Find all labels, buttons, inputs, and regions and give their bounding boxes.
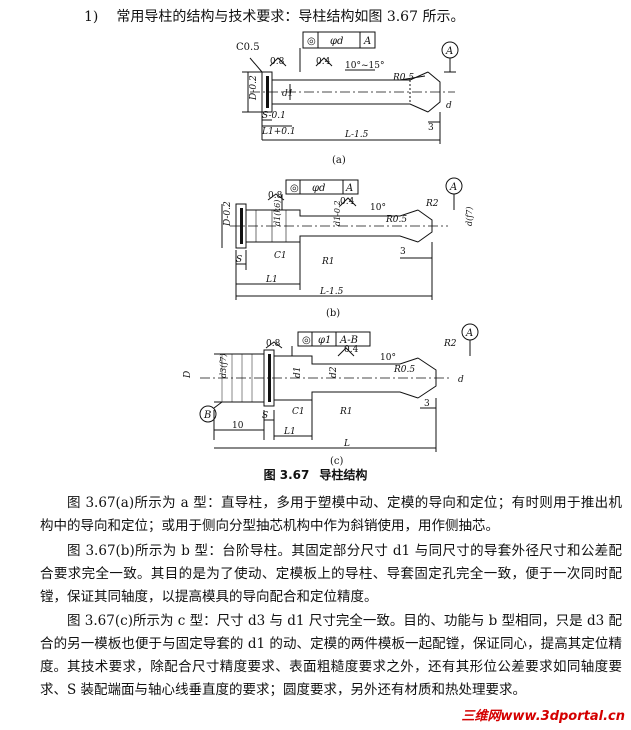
b-d-f7: d(f7) [465, 207, 474, 226]
intro-line: 1) 常用导柱的结构与技术要求：导柱结构如图 3.67 所示。 [84, 6, 464, 26]
c-L1: L1 [283, 427, 296, 437]
a-three: 3 [428, 123, 434, 133]
a-L: L-1.5 [344, 130, 369, 140]
figure-caption: 图 3.67 导柱结构 [0, 466, 631, 483]
b-tolerance-frame [285, 179, 359, 195]
figure-caption-number: 图 3.67 [263, 468, 310, 482]
b-roughness-1: 0.8 [268, 191, 283, 201]
b-datum-letter: A [449, 182, 457, 193]
a-D: D-0.2 [249, 75, 259, 101]
guide-pillar-figure: C0.5 ◎ φd A 0.8 0.4 10°~15° R0.5 A d1 D-… [183, 31, 479, 467]
c-tol-value: φ1 [318, 335, 331, 346]
c-d-end: d [458, 375, 464, 385]
b-S: S [236, 255, 242, 265]
b-r1: R1 [321, 257, 335, 267]
c-c1: C1 [292, 407, 305, 417]
b-c1: C1 [274, 251, 287, 261]
c-tolerance-frame [297, 331, 371, 347]
c-r1: R1 [339, 407, 353, 417]
figure-a [242, 31, 459, 144]
b-angle: 10° [370, 203, 386, 213]
c-D: D [183, 371, 193, 379]
b-sub-caption: (b) [326, 308, 340, 319]
c-datum-A-letter: A [465, 328, 473, 339]
a-S: S-0.1 [262, 111, 286, 121]
a-tol-symbol: ◎ [307, 36, 316, 47]
a-sub-caption: (a) [332, 155, 346, 166]
c-S: S [262, 411, 268, 421]
figure-c [199, 323, 479, 452]
a-roughness-2: 0.4 [316, 57, 331, 67]
b-three: 3 [400, 247, 406, 257]
b-r2: R2 [425, 199, 439, 209]
intro-number: 1) [84, 9, 99, 25]
c-roughness-2: 0.4 [344, 345, 359, 355]
intro-text: 常用导柱的结构与技术要求：导柱结构如图 3.67 所示。 [116, 9, 465, 25]
a-angle: 10°~15° [345, 61, 384, 71]
c-ten: 10 [232, 421, 244, 431]
a-d1: d1 [282, 89, 294, 99]
c-d3: d3(f7) [219, 353, 228, 378]
paragraph-type-a: 图 3.67(a)所示为 a 型：直导柱，多用于塑模中动、定模的导向和定位；有时… [40, 495, 622, 534]
a-tol-datum: A [363, 36, 371, 47]
paragraph-technical-requirements: 其技术要求，除配合尺寸精度要求、表面粗糙度要求之外，还有其形位公差要求如同轴度要… [40, 659, 622, 698]
a-tol-value: φd [330, 36, 343, 47]
figure-b [221, 177, 463, 300]
b-tol-symbol: ◎ [290, 183, 299, 194]
a-L1: L1+0.1 [261, 127, 296, 137]
c-d1: d1 [293, 367, 303, 379]
b-tol-value: φd [312, 183, 325, 194]
b-tol-datum: A [345, 183, 353, 194]
b-d1-k6: d1(k6) [273, 200, 282, 226]
c-tol-symbol: ◎ [302, 335, 311, 346]
a-radius: R0.5 [392, 73, 414, 83]
c-datum-B-circle [199, 405, 217, 423]
c-radius: R0.5 [393, 365, 415, 375]
b-radius: R0.5 [385, 215, 407, 225]
c-sub-caption: (c) [330, 456, 344, 467]
a-d-end: d [446, 101, 452, 111]
a-datum-letter: A [445, 46, 453, 57]
c-three: 3 [424, 399, 430, 409]
b-L: L-1.5 [319, 287, 344, 297]
c-angle: 10° [380, 353, 396, 363]
a-tolerance-frame [302, 31, 376, 49]
c-tol-datum: A-B [339, 335, 358, 346]
c-r2: R2 [443, 339, 457, 349]
watermark: 三维网www.3dportal.cn [461, 709, 625, 724]
c-L: L [343, 439, 350, 449]
figure-caption-title: 导柱结构 [319, 468, 368, 482]
c-d2: d2 [329, 366, 339, 378]
b-D: D-0.2 [223, 201, 233, 227]
b-L1: L1 [265, 275, 278, 285]
paragraph-type-c: 图 3.67(c)所示为 c 型：尺寸 d3 与 d1 尺寸完全一致。目的、功能… [40, 613, 622, 675]
c-roughness-1: 0.8 [266, 339, 281, 349]
b-roughness-2: 0.4 [340, 197, 355, 207]
b-d1-2: d1-0.2 [333, 200, 342, 226]
a-chamfer-label: C0.5 [236, 42, 260, 53]
c-datum-B-letter: B [203, 410, 211, 421]
paragraph-type-b: 图 3.67(b)所示为 b 型：台阶导柱。其固定部分尺寸 d1 与同尺寸的导套… [40, 543, 622, 605]
a-roughness-1: 0.8 [270, 57, 285, 67]
